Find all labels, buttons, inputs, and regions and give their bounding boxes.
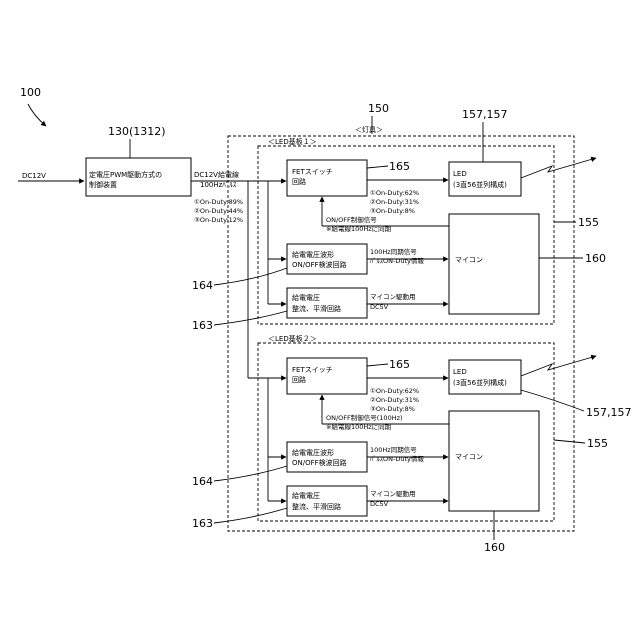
board2-onoff-line1: ON/OFF制御信号(100Hz) [326, 413, 403, 422]
board1-mcupwr-line2: DC5V [370, 303, 389, 311]
board2-detect-line2: ON/OFF検波回路 [292, 458, 347, 467]
feed-line1: DC12V給電線 [194, 170, 239, 179]
board1-led-box [449, 162, 521, 196]
ref-150: 150 [368, 102, 389, 115]
ref-165-1: 165 [389, 160, 410, 173]
board2-led-box [449, 360, 521, 394]
ref-130: 130(1312) [108, 125, 166, 138]
board1-onoff-line1: ON/OFF制御信号 [326, 215, 377, 224]
ref-163-1-leader [214, 311, 287, 325]
ref-157-2-leader [521, 390, 584, 411]
board1-led-line1: LED [453, 170, 467, 178]
board2-duty-3: ③On-Duty:8% [370, 405, 415, 413]
board2-light-arrow [521, 356, 596, 376]
board1-led-line2: (3直56並列構成) [453, 180, 507, 189]
board2-mcupwr-line2: DC5V [370, 500, 389, 508]
board1-duty-2: ②On-Duty:31% [370, 198, 419, 206]
board2-sync-line1: 100Hz同期信号 [370, 445, 417, 454]
board2-led-line1: LED [453, 368, 467, 376]
board2-duty-2: ②On-Duty:31% [370, 396, 419, 404]
board1-label: ＜LED基板１＞ [268, 137, 317, 146]
board1-duty-3: ③On-Duty:8% [370, 207, 415, 215]
ref-155-2-leader [554, 440, 585, 443]
board1-mcu: マイコン [455, 256, 483, 264]
fixture-label: ＜灯具＞ [355, 125, 383, 134]
input-label: DC12V [22, 172, 46, 180]
board2-duty-1: ①On-Duty:62% [370, 387, 419, 395]
board2-onoff-line2: ※給電線100Hzに同期 [326, 422, 392, 431]
board1-detect-box [287, 244, 367, 274]
board2-mcu-box [449, 411, 539, 511]
ref-157-2: 157,157 [586, 406, 632, 419]
board2-fet-line1: FETスイッチ [292, 366, 333, 374]
board1-rect-line2: 整流、平滑回路 [292, 304, 341, 313]
controller-line2: 制御装置 [89, 180, 117, 189]
board1-sync-line2: ﾊﾟﾙｽON-Duty情報 [370, 256, 424, 265]
ref-163-2: 163 [192, 517, 213, 530]
board1-mcupwr-line1: マイコン駆動用 [370, 292, 416, 301]
ref-157-1: 157,157 [462, 108, 508, 121]
board2-rect-box [287, 486, 367, 516]
board1-rect-line1: 給電電圧 [292, 293, 320, 302]
ref-164-2-leader [214, 466, 287, 481]
board2-rect-line1: 給電電圧 [292, 491, 320, 500]
board1-light-arrow [521, 158, 596, 178]
duty-main-3: ③On-Duty:12% [194, 216, 243, 224]
board2-mcu: マイコン [455, 453, 483, 461]
board1-duty-1: ①On-Duty:62% [370, 189, 419, 197]
ref-165-2: 165 [389, 358, 410, 371]
board2-fet-line2: 回路 [292, 375, 306, 384]
board1-detect-line2: ON/OFF検波回路 [292, 260, 347, 269]
controller-line1: 定電圧PWM駆動方式の [89, 170, 162, 179]
board2-sync-line2: ﾊﾟﾙｽON-Duty情報 [370, 454, 424, 463]
board2-mcupwr-line1: マイコン駆動用 [370, 489, 416, 498]
board2-rect-line2: 整流、平滑回路 [292, 502, 341, 511]
board1-fet-line2: 回路 [292, 177, 306, 186]
board1-rect-box [287, 288, 367, 318]
ref-164-1: 164 [192, 279, 213, 292]
duty-main-2: ②On-Duty:44% [194, 207, 243, 215]
ref-155-1: 155 [578, 216, 599, 229]
board1-fet-line1: FETスイッチ [292, 168, 333, 176]
board1-detect-line1: 給電電圧波形 [292, 250, 334, 259]
ref-164-2: 164 [192, 475, 213, 488]
duty-main-1: ①On-Duty:89% [194, 198, 243, 206]
ref-160-2: 160 [484, 541, 505, 554]
board1-onoff-line2: ※給電線100Hzに同期 [326, 224, 392, 233]
ref-100-arrow [28, 104, 46, 126]
ref-100: 100 [20, 86, 41, 99]
ref-165-2-leader [367, 364, 388, 366]
board2-detect-line1: 給電電圧波形 [292, 448, 334, 457]
feed-line2: 100Hzﾊﾟﾙｽ [200, 181, 237, 189]
ref-160-1: 160 [585, 252, 606, 265]
board2-label: ＜LED基板２＞ [268, 334, 317, 343]
board1-mcu-box [449, 214, 539, 314]
ref-165-1-leader [367, 166, 388, 168]
board2-led-line2: (3直56並列構成) [453, 378, 507, 387]
board1-sync-line1: 100Hz同期信号 [370, 247, 417, 256]
board2-detect-box [287, 442, 367, 472]
ref-163-1: 163 [192, 319, 213, 332]
ref-155-2: 155 [587, 437, 608, 450]
ref-164-1-leader [214, 268, 287, 285]
